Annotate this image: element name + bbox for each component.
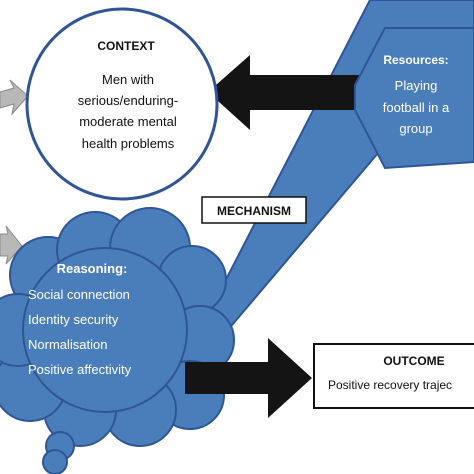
arrow-to-outcome	[185, 338, 312, 418]
reasoning-item-2: Identity security	[28, 312, 119, 327]
thought-bubble-small	[42, 449, 68, 474]
resources-line-1: Playing	[395, 78, 438, 93]
resources-hexagon	[354, 27, 474, 170]
reasoning-item-1: Social connection	[28, 287, 130, 302]
context-circle	[25, 7, 219, 201]
reasoning-item-4: Positive affectivity	[28, 362, 132, 377]
context-line-3: moderate mental	[79, 114, 177, 129]
grey-arrow-upper	[0, 79, 29, 116]
grey-arrow-lower	[0, 225, 23, 265]
resources-title: Resources:	[383, 53, 448, 67]
reasoning-cloud	[0, 207, 235, 447]
context-line-2: serious/enduring-	[78, 93, 178, 108]
reasoning-item-3: Normalisation	[28, 337, 107, 352]
outcome-text: Positive recovery trajec	[328, 378, 452, 392]
resources-line-3: group	[399, 121, 432, 136]
reasoning-title: Reasoning:	[57, 261, 128, 276]
outcome-title: OUTCOME	[383, 354, 444, 368]
arrow-to-context	[208, 55, 360, 130]
mechanism-label: MECHANISM	[217, 204, 291, 218]
context-line-1: Men with	[102, 72, 154, 87]
context-title: CONTEXT	[97, 39, 155, 53]
context-line-4: health problems	[82, 136, 175, 151]
resources-line-2: football in a	[383, 100, 450, 115]
outcome-box	[313, 343, 474, 409]
mechanism-box	[201, 196, 307, 224]
